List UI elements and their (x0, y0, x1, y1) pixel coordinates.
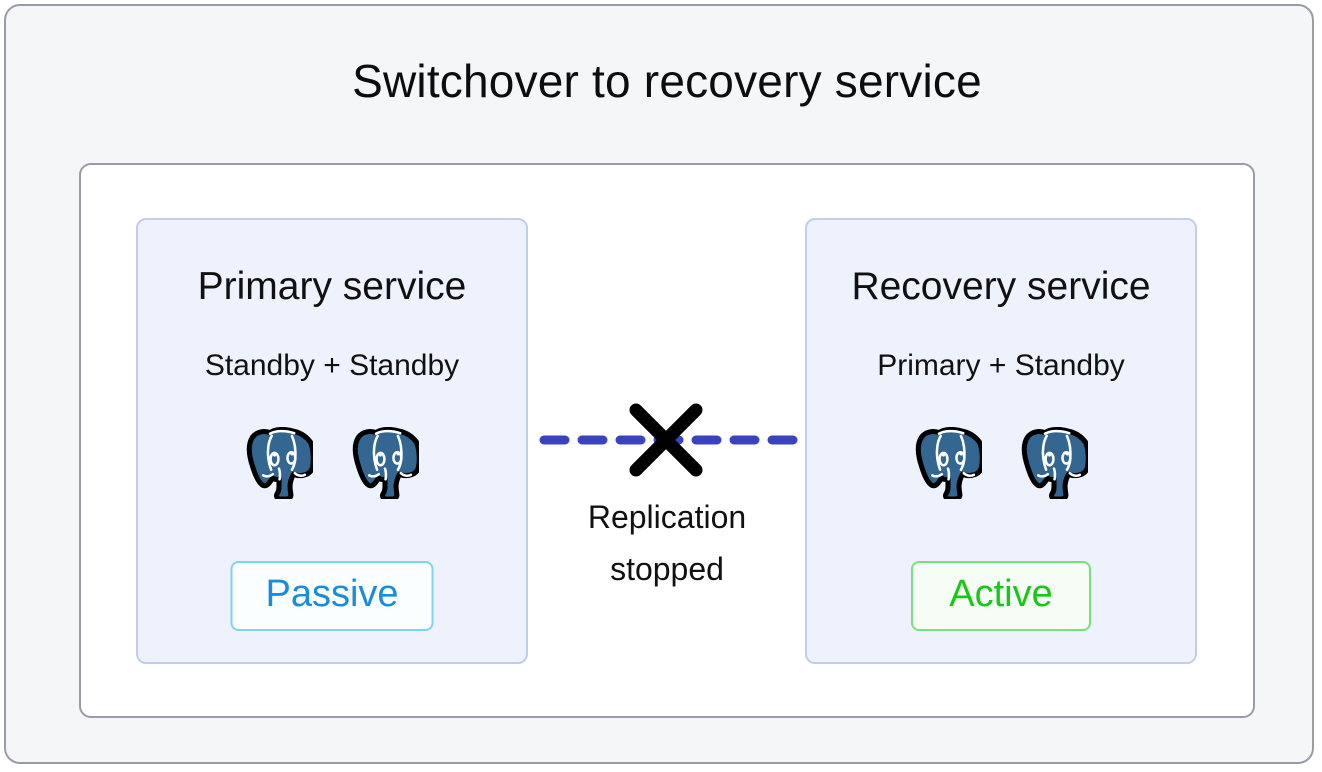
x-cross-icon (629, 403, 703, 477)
service-panel-primary: Primary service Standby + Standby (136, 218, 528, 664)
panel-title-recovery: Recovery service (851, 265, 1151, 308)
status-badge-active[interactable]: Active (911, 561, 1091, 631)
postgresql-elephant-icon (352, 427, 419, 499)
postgresql-elephant-icon (246, 427, 313, 499)
postgresql-elephant-icon (915, 427, 982, 499)
replication-label-line-1: Replication (587, 499, 747, 535)
panel-subtitle-primary: Standby + Standby (204, 349, 460, 382)
page-title: Switchover to recovery service (352, 55, 982, 107)
replication-link: Replication stopped (527, 386, 807, 587)
status-badge-passive[interactable]: Passive (230, 561, 434, 631)
diagram-frame: Switchover to recovery service Primary s… (4, 4, 1314, 764)
panel-title-primary: Primary service (197, 265, 467, 308)
node-row-primary (138, 427, 526, 499)
postgresql-elephant-icon (1021, 427, 1088, 499)
service-panel-recovery: Recovery service Primary + Standby (805, 218, 1197, 664)
node-row-recovery (807, 427, 1195, 499)
panel-subtitle-recovery: Primary + Standby (877, 349, 1125, 382)
replication-status-label: Replication stopped (527, 491, 807, 595)
replication-label-line-2: stopped (610, 551, 724, 587)
